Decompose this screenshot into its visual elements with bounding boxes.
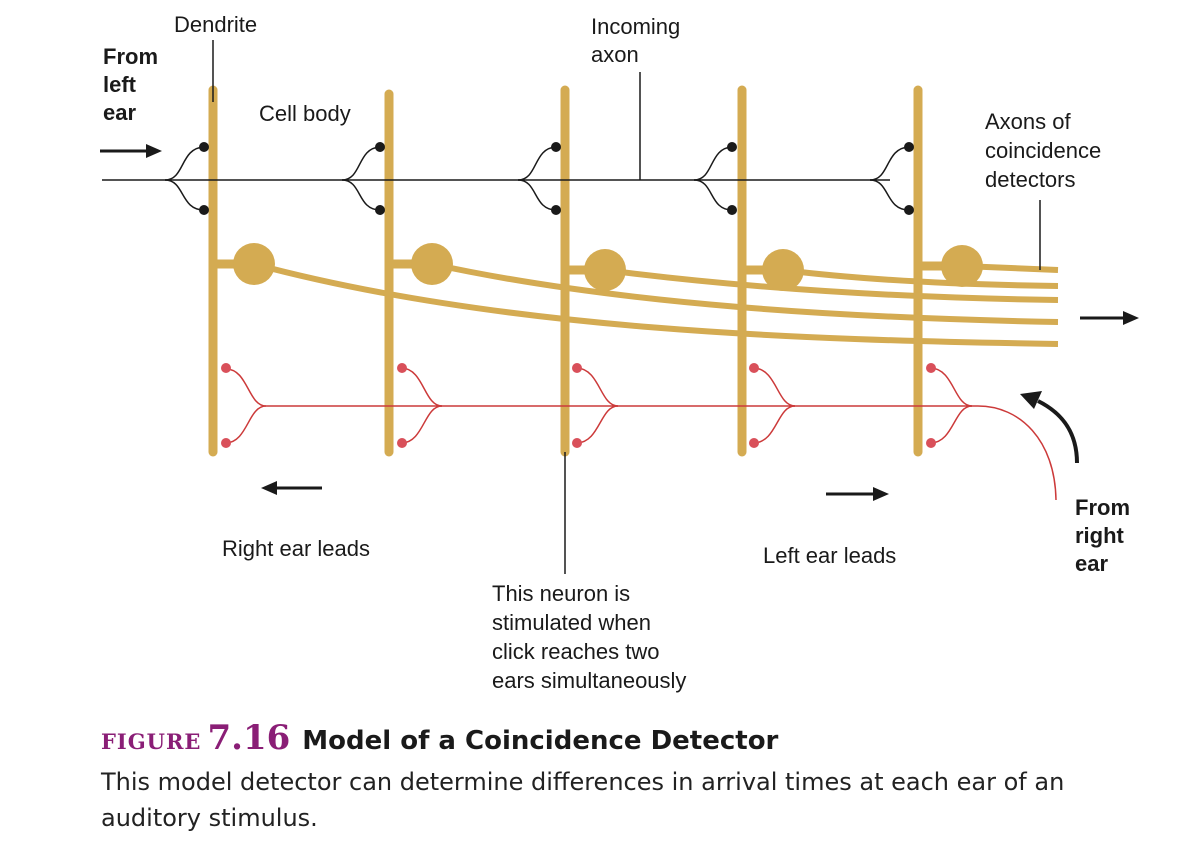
left-ear-leads-label: Left ear leads (763, 543, 896, 568)
left-ear-synapses (199, 142, 914, 215)
leader-lines (212, 40, 1041, 574)
left-ear-arrow (100, 144, 162, 158)
detector-output-axons (253, 261, 1059, 347)
figure-caption: This model detector can determine differ… (101, 768, 1065, 832)
output-axon-2 (431, 261, 1059, 325)
right-ear-curved-arrow (1020, 391, 1079, 464)
cell-body-3 (584, 249, 626, 291)
coincidence-detector-diagram: Dendrite Incoming axon From left ear Cel… (100, 12, 1139, 693)
figure-word: FIGURE (101, 729, 202, 754)
output-axon-1 (253, 261, 1059, 347)
figure-title: Model of a Coincidence Detector (302, 726, 779, 756)
soma-connectors (213, 259, 945, 275)
cell-body-label: Cell body (259, 101, 351, 126)
cell-body-4 (762, 249, 804, 291)
right-ear-leads-label: Right ear leads (222, 536, 370, 561)
from-right-ear-label: From right ear (1075, 495, 1136, 576)
right-ear-axon (225, 367, 1057, 501)
cell-body-1 (233, 243, 275, 285)
cell-body-5 (941, 245, 983, 287)
right-ear-leads-arrow (261, 481, 322, 495)
cell-bodies (233, 243, 983, 291)
output-axon-4 (782, 267, 1059, 289)
left-ear-axon (102, 146, 910, 211)
cell-body-2 (411, 243, 453, 285)
right-ear-synapses (221, 363, 936, 448)
left-ear-leads-arrow (826, 487, 889, 501)
incoming-axon-label: Incoming axon (591, 14, 686, 67)
neuron-note-label: This neuron is stimulated when click rea… (492, 581, 686, 693)
from-left-ear-label: From left ear (103, 44, 164, 125)
output-arrow (1080, 311, 1139, 325)
dendrite-label: Dendrite (174, 12, 257, 37)
detector-axons-label: Axons of coincidence detectors (985, 109, 1107, 192)
figure-number: 7.16 (207, 718, 291, 758)
output-axon-3 (604, 267, 1059, 303)
